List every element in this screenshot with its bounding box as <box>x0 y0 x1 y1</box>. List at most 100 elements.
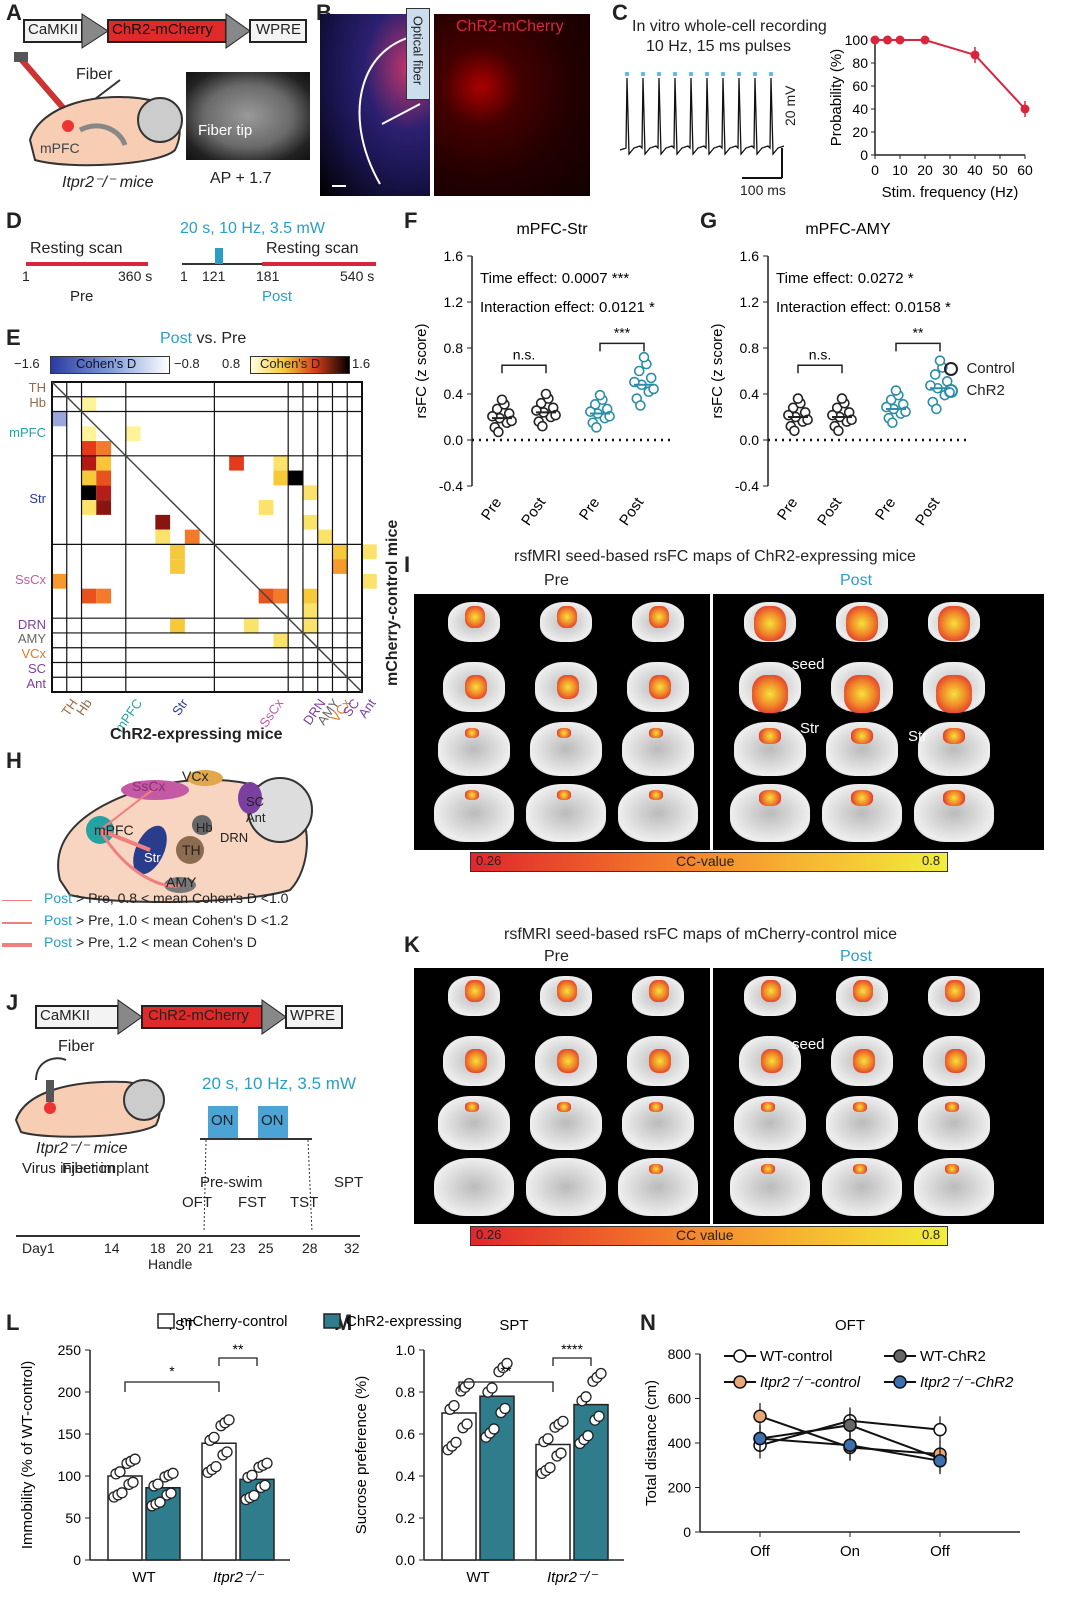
f-annot-time: Time effect: 0.0007 *** <box>480 270 629 287</box>
chr2-mcherry-label: ChR2-mCherry <box>456 18 564 35</box>
n-xtick-label: On <box>840 1543 860 1560</box>
activation-blob <box>853 980 873 1002</box>
k-cb-min: 0.26 <box>476 1227 502 1242</box>
heat-diagonal <box>51 381 363 693</box>
l-point <box>246 1469 258 1481</box>
j-event-label: FST <box>238 1194 267 1211</box>
g-point <box>887 417 898 429</box>
heat-cell <box>229 455 244 471</box>
brain-slice <box>622 1096 694 1150</box>
brain-slice <box>826 1096 898 1150</box>
brain-slice <box>535 1036 597 1086</box>
activation-blob <box>754 606 786 642</box>
m-sig-2: **** <box>561 1341 583 1357</box>
colorbar-pos-label: Cohen's D <box>260 356 321 371</box>
l-bracket-1 <box>124 1381 220 1392</box>
stim-pulse-7 <box>737 72 741 76</box>
cb-midr: 0.8 <box>222 356 241 371</box>
activation-blob <box>850 728 874 744</box>
g-xtick: Post <box>912 494 944 529</box>
cb-midl: −0.8 <box>174 356 200 371</box>
brain-slice <box>831 1036 893 1086</box>
m-ytick-label: 0.4 <box>396 1468 416 1484</box>
heat-cell <box>302 588 318 604</box>
m-point <box>542 1433 554 1445</box>
heat-cell <box>96 441 112 456</box>
k-pre: Pre <box>544 948 569 965</box>
activation-blob <box>557 1049 579 1073</box>
h-th: TH <box>182 842 201 858</box>
g-sig-2: ** <box>913 324 924 340</box>
activation-blob <box>557 606 577 628</box>
m-ytick-label: 1.0 <box>396 1342 416 1358</box>
j-day-label: Day1 <box>22 1240 55 1256</box>
f-point <box>635 400 646 411</box>
heatmap-title: Post vs. Pre <box>160 330 246 348</box>
post-tick-540: 540 s <box>340 268 375 284</box>
c-xtick-label: 50 <box>992 162 1008 178</box>
l-sig-1: * <box>169 1363 175 1379</box>
j-day-label: 14 <box>104 1240 120 1256</box>
l-point <box>208 1431 220 1444</box>
brain-slice <box>826 722 898 776</box>
pre-scan-bar <box>26 262 148 266</box>
c-ytick-label: 40 <box>852 101 868 117</box>
panel-label-l: L <box>6 1310 20 1335</box>
g-bracket-1 <box>797 364 843 374</box>
stim-pulse-1 <box>641 72 645 76</box>
legend-chr2-swatch <box>323 1313 341 1329</box>
m-ylabel: Sucrose preference (%) <box>353 1376 370 1534</box>
j-on-2: ON <box>261 1112 284 1129</box>
f-xtick: Pre <box>576 495 603 524</box>
stim-pulse-2 <box>657 72 661 76</box>
f-ytick-label: 0.0 <box>444 432 464 448</box>
f-ytick-label: 0.4 <box>444 386 464 402</box>
n-legend-text: Itpr2⁻/⁻-control <box>760 1374 861 1391</box>
f-point <box>487 411 498 422</box>
brain-slice <box>434 784 514 842</box>
h-legend-row-3: Post > Pre, 1.2 < mean Cohen's D <box>0 934 400 956</box>
activation-blob <box>853 1102 867 1112</box>
heat-cell <box>52 411 67 427</box>
post-scan-bar <box>262 262 376 266</box>
activation-blob <box>758 728 782 744</box>
brain-slice <box>744 602 796 642</box>
heat-col-label: Hb <box>73 696 96 719</box>
brain-slice <box>836 976 888 1016</box>
c-ytick-label: 20 <box>852 124 868 140</box>
g-point <box>783 409 794 421</box>
f-ytick-label: 0.8 <box>444 340 464 356</box>
construct-promoter: CaMKII <box>28 21 79 38</box>
stim-pulse-4 <box>689 72 693 76</box>
activation-blob <box>465 728 479 738</box>
post-tick-121: 121 <box>202 268 226 284</box>
n-point <box>933 1422 947 1437</box>
g-sig-1: n.s. <box>809 346 832 362</box>
j-day-label: 25 <box>258 1240 274 1256</box>
j-fiber: Fiber <box>58 1038 95 1055</box>
l-point <box>152 1478 164 1490</box>
heat-cell <box>258 500 274 515</box>
k-cb-label: CC value <box>676 1227 734 1243</box>
h-legend-post-2: Post <box>44 912 73 928</box>
g-point <box>787 402 799 414</box>
g-point <box>934 355 946 366</box>
f-point <box>540 388 552 400</box>
g-point <box>931 403 942 415</box>
activation-blob <box>557 728 571 738</box>
legend-control-text: Control <box>966 360 1015 377</box>
brain-slice <box>448 976 500 1016</box>
j-event-label: TST <box>290 1194 319 1211</box>
g-title: mPFC-AMY <box>805 221 891 238</box>
activation-blob <box>846 606 878 642</box>
n-xtick-label: Off <box>750 1543 771 1560</box>
stim-pulse-9 <box>769 72 773 76</box>
j-day-label: 18 <box>150 1240 166 1256</box>
heat-cell <box>332 559 348 574</box>
g-point <box>885 394 897 406</box>
l-point <box>248 1489 260 1502</box>
f-point <box>535 397 547 409</box>
f-bracket-1 <box>501 364 547 374</box>
brain-slice <box>822 1158 902 1216</box>
panel-label-c: C <box>612 0 628 25</box>
